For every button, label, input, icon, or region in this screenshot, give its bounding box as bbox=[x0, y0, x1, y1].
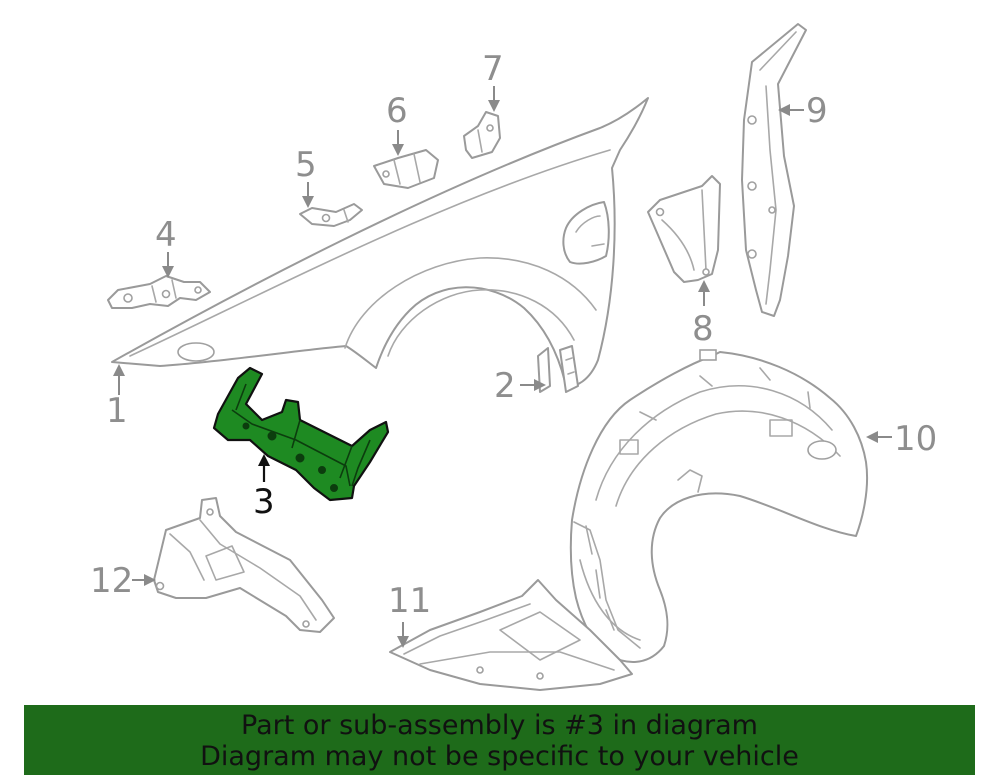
part-1-fender[interactable] bbox=[111, 97, 649, 388]
part-2-bracket[interactable] bbox=[537, 345, 579, 393]
callout-11: 11 bbox=[388, 581, 431, 648]
notice-banner: Part or sub-assembly is #3 in diagram Di… bbox=[24, 705, 975, 775]
part-11-splash-shield[interactable] bbox=[389, 579, 633, 691]
part-8-panel[interactable] bbox=[647, 175, 721, 283]
callout-7: 7 bbox=[482, 49, 504, 112]
svg-text:5: 5 bbox=[295, 145, 317, 185]
part-12-bracket[interactable] bbox=[153, 497, 335, 633]
callout-6: 6 bbox=[386, 91, 408, 156]
callout-4: 4 bbox=[155, 215, 177, 278]
svg-text:11: 11 bbox=[388, 581, 431, 621]
svg-text:3: 3 bbox=[253, 482, 275, 522]
callout-3: 3 bbox=[253, 454, 275, 522]
svg-text:4: 4 bbox=[155, 215, 177, 255]
callout-5: 5 bbox=[295, 145, 317, 208]
callout-9: 9 bbox=[778, 91, 828, 131]
callout-12: 12 bbox=[90, 561, 156, 601]
part-4-bracket[interactable] bbox=[107, 275, 211, 309]
callout-10: 10 bbox=[866, 419, 937, 459]
callout-2: 2 bbox=[494, 366, 546, 406]
svg-text:9: 9 bbox=[806, 91, 828, 131]
part-10-wheel-liner[interactable] bbox=[569, 349, 869, 663]
callout-8: 8 bbox=[692, 280, 714, 349]
part-5-bracket[interactable] bbox=[299, 203, 363, 227]
banner-line-1: Part or sub-assembly is #3 in diagram bbox=[241, 710, 758, 741]
part-3-bracket-highlighted[interactable] bbox=[212, 366, 390, 502]
svg-text:7: 7 bbox=[482, 49, 504, 89]
svg-text:10: 10 bbox=[894, 419, 937, 459]
part-6-bracket[interactable] bbox=[373, 149, 439, 189]
svg-text:2: 2 bbox=[494, 366, 516, 406]
callout-1: 1 bbox=[106, 364, 128, 431]
part-7-bracket[interactable] bbox=[463, 111, 501, 159]
svg-text:8: 8 bbox=[692, 309, 714, 349]
svg-text:12: 12 bbox=[90, 561, 133, 601]
svg-text:1: 1 bbox=[106, 391, 128, 431]
svg-text:6: 6 bbox=[386, 91, 408, 131]
part-9-seal-strip[interactable] bbox=[741, 23, 807, 317]
banner-line-2: Diagram may not be specific to your vehi… bbox=[200, 741, 799, 772]
